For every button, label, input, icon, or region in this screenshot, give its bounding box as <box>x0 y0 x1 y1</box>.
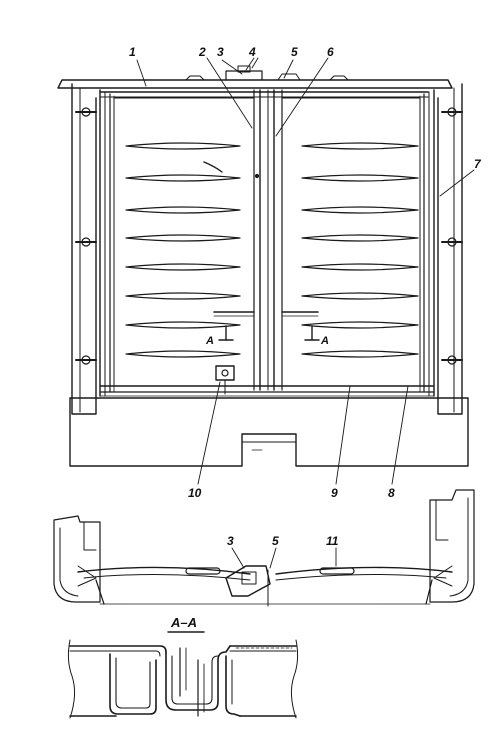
leader-lines <box>136 57 475 485</box>
base-block <box>69 397 469 467</box>
lock-bar <box>213 311 320 341</box>
plan-callout-11: 11 <box>326 534 339 548</box>
center-post <box>253 89 283 391</box>
callout-2: 2 <box>199 45 206 59</box>
top-rail <box>57 65 453 98</box>
front-view <box>57 57 475 485</box>
callout-1: 1 <box>129 45 136 59</box>
bottom-latch <box>215 365 235 395</box>
plan-view <box>53 489 475 607</box>
right-post <box>419 83 463 415</box>
plan-callout-5: 5 <box>272 534 279 548</box>
right-door-leaf <box>281 97 421 387</box>
callout-9: 9 <box>331 486 338 500</box>
callout-8: 8 <box>388 486 395 500</box>
section-marker-right: A <box>321 335 329 347</box>
bottom-rail <box>99 385 435 397</box>
right-door-ribs <box>301 142 419 358</box>
callout-6: 6 <box>327 45 334 59</box>
callout-3: 3 <box>217 45 224 59</box>
callout-7: 7 <box>474 157 481 171</box>
callout-5: 5 <box>291 45 298 59</box>
plan-callout-3: 3 <box>227 534 234 548</box>
section-marker-left: A <box>206 335 214 347</box>
left-door-ribs <box>125 142 241 358</box>
section-view <box>67 631 299 719</box>
callout-4: 4 <box>249 45 256 59</box>
section-title: A–A <box>171 615 198 630</box>
left-post <box>71 83 115 415</box>
left-door-leaf <box>113 97 255 387</box>
callout-10: 10 <box>188 486 202 500</box>
